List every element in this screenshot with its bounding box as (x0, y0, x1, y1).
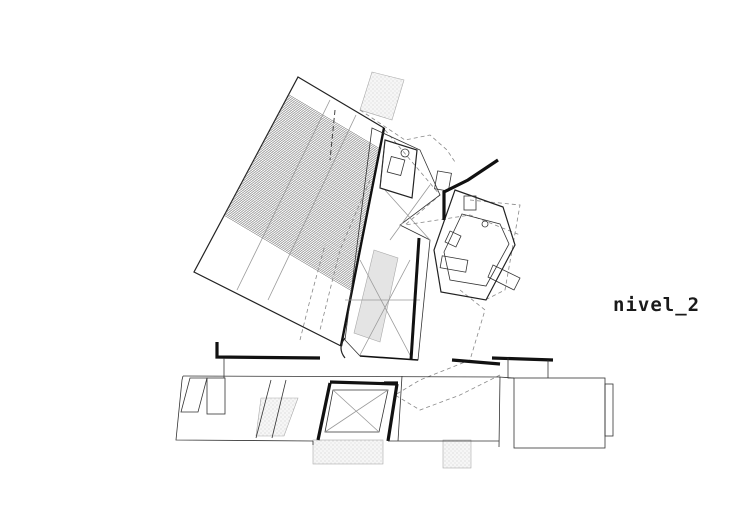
roof-plank-line (194, 77, 384, 172)
roof-plank-line (194, 77, 384, 175)
roof-plank-line (194, 77, 384, 178)
roof-plank-line (194, 77, 384, 192)
roof-plank-line (194, 77, 384, 272)
roof-plank-line (194, 77, 384, 269)
roof-plank-line (194, 77, 384, 200)
roof-plank-line (194, 77, 384, 236)
roof-plank-line (194, 77, 384, 189)
roof-plank-line (194, 77, 384, 302)
roof-plank-line (194, 133, 384, 346)
roof-plank-line (194, 77, 384, 310)
roof-plank-line (194, 77, 384, 252)
roof-plank-line (194, 131, 384, 346)
roof-plank-line (194, 77, 384, 329)
roof-plank-line (194, 142, 384, 346)
roof-plank-line (194, 77, 384, 159)
roof-plank-line (194, 77, 384, 194)
roof-plank-line (194, 106, 384, 346)
roof-plank-line (194, 92, 384, 346)
roof-plank-line (194, 81, 384, 338)
roof-plank-line (194, 84, 384, 340)
roof-plank-line (194, 77, 384, 203)
roof-plank-line (194, 77, 384, 230)
roof-plank-line (194, 77, 384, 327)
roof-plank-line (194, 77, 384, 181)
roof-plank-line (194, 77, 384, 280)
roof-plank-line (194, 77, 384, 239)
paved-surfaces (255, 71, 472, 469)
roof-plank-line (194, 77, 384, 283)
roof-plank-line (194, 77, 384, 332)
roof-plank-line (194, 77, 384, 296)
roof-plank-line (194, 77, 384, 183)
roof-plank-line (194, 147, 384, 346)
dashed-upper-outline (299, 109, 521, 411)
roof-plank-line (194, 77, 384, 324)
roof-plank-line (194, 122, 384, 346)
roof-plank-line (194, 77, 384, 285)
central-hall (340, 127, 441, 361)
roof-plank-line (194, 95, 384, 346)
tilted-roof-slab (193, 76, 386, 347)
roof-plank-line (194, 77, 384, 291)
roof-plank-line (194, 89, 384, 346)
roof-plank-line (194, 77, 384, 307)
roof-plank-line (194, 77, 384, 247)
roof-plank-line (194, 98, 384, 346)
roof-plank-line (194, 77, 384, 250)
roof-plank-line (194, 77, 384, 167)
roof-plank-line (194, 77, 384, 316)
roof-plank-line (194, 77, 384, 288)
roof-plank-line (194, 128, 384, 346)
roof-plank-line (194, 77, 384, 161)
roof-plank-line (194, 77, 384, 305)
roof-plank-line (194, 77, 384, 186)
roof-plank-line (194, 125, 384, 346)
roof-plank-line (194, 136, 384, 346)
roof-plank-line (194, 77, 384, 274)
roof-plank-line (194, 103, 384, 346)
roof-plank-line (194, 78, 384, 335)
roof-plank-line (194, 117, 384, 346)
roof-plank-line (194, 100, 384, 346)
roof-plank-line (194, 87, 384, 343)
roof-plank-line (194, 109, 384, 346)
right-wing-room (433, 170, 521, 301)
roof-plank-line (194, 77, 384, 299)
level-label: nivel_2 (613, 294, 701, 316)
roof-plank-line (194, 77, 384, 313)
roof-plank-line (194, 114, 384, 346)
structural-walls (215, 158, 554, 442)
roof-plank-line (194, 77, 384, 208)
roof-plank-line (194, 77, 384, 241)
roof-plank-line (194, 139, 384, 346)
bathroom-room (379, 139, 418, 199)
roof-plank-line (194, 77, 384, 170)
roof-plank-line (194, 77, 384, 164)
roof-plank-line (194, 120, 384, 346)
roof-plank-line (194, 77, 384, 294)
roof-plank-line (194, 144, 384, 346)
roof-plank-line (194, 77, 384, 318)
roof-plank-line (194, 77, 384, 197)
roof-plank-line (194, 77, 384, 233)
roof-plank-line (194, 111, 384, 346)
lower-level-outline (175, 358, 614, 449)
roof-plank-line (194, 77, 384, 205)
roof-plank-line (194, 77, 384, 321)
